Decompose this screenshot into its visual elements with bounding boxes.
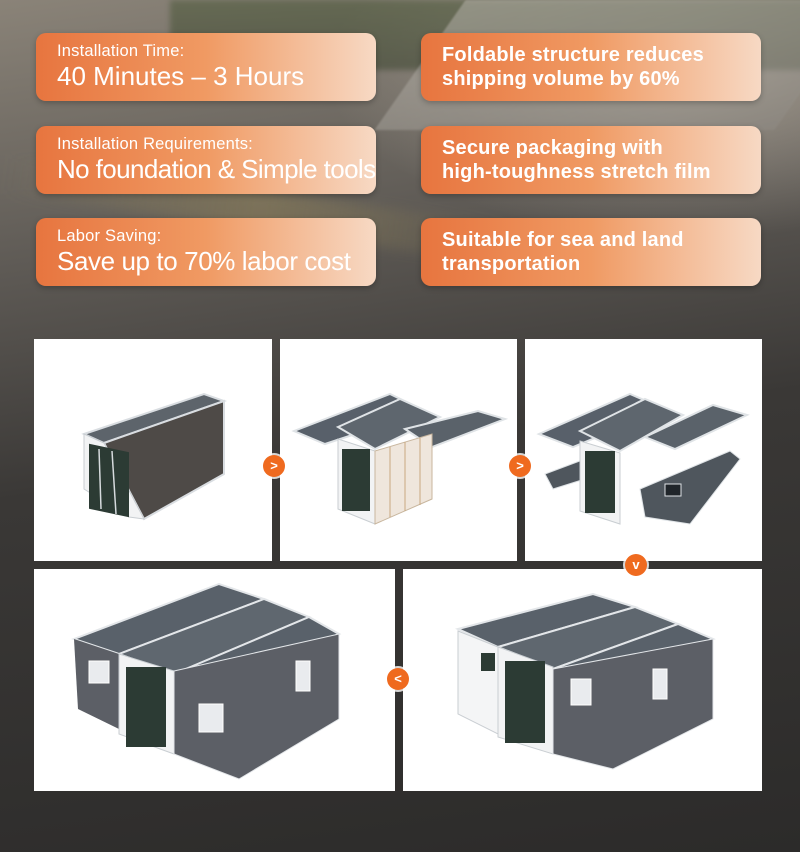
feature-value: No foundation & Simple tools — [57, 154, 376, 184]
feature-card-installation-requirements: Installation Requirements: No foundation… — [36, 126, 376, 194]
feature-value: Save up to 70% labor cost — [57, 246, 351, 276]
feature-card-transportation: Suitable for sea and land transportation — [421, 218, 761, 286]
feature-line: Suitable for sea and land — [442, 229, 684, 251]
step-4-expanding-walls-image — [403, 569, 762, 791]
next-step-arrow-right-icon: > — [509, 455, 531, 477]
step-1-folded-container-image — [34, 339, 272, 561]
feature-line: Foldable structure reduces — [442, 44, 704, 66]
feature-line: Secure packaging with — [442, 137, 663, 159]
next-step-arrow-left-icon: < — [387, 668, 409, 690]
step-5-fully-assembled-house-image — [34, 569, 395, 791]
feature-label: Labor Saving: — [57, 227, 162, 245]
step-2-unfolding-roof-image — [280, 339, 517, 561]
next-step-arrow-right-icon: > — [263, 455, 285, 477]
feature-card-secure-packaging: Secure packaging with high-toughness str… — [421, 126, 761, 194]
feature-line: transportation — [442, 253, 581, 275]
next-step-arrow-down-icon: v — [625, 554, 647, 576]
feature-label: Installation Requirements: — [57, 135, 253, 153]
feature-line: high-toughness stretch film — [442, 161, 711, 183]
feature-line: shipping volume by 60% — [442, 68, 680, 90]
feature-card-labor-saving: Labor Saving: Save up to 70% labor cost — [36, 218, 376, 286]
feature-card-installation-time: Installation Time: 40 Minutes – 3 Hours — [36, 33, 376, 101]
feature-label: Installation Time: — [57, 42, 185, 60]
feature-card-foldable-structure: Foldable structure reduces shipping volu… — [421, 33, 761, 101]
step-3-unfolding-floor-image — [525, 339, 762, 561]
feature-value: 40 Minutes – 3 Hours — [57, 61, 305, 91]
